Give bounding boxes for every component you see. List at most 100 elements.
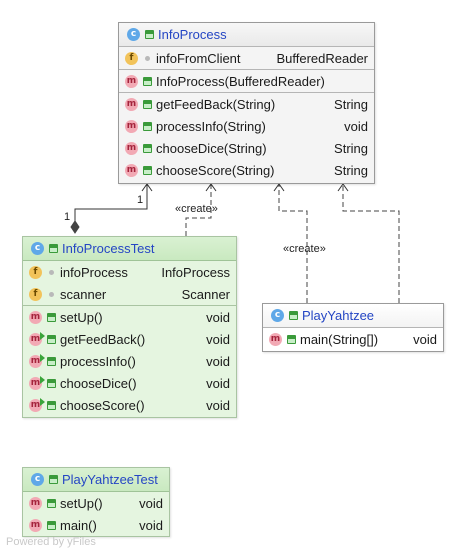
class-header: c InfoProcessTest (23, 237, 236, 261)
method-name: chooseDice(String) (156, 140, 267, 156)
dependency-edge-main (342, 183, 400, 303)
class-box-play-yahtzee[interactable]: c PlayYahtzee m main(String[]) void (262, 303, 444, 352)
public-visibility-icon (47, 312, 56, 322)
static-method-icon: m (269, 332, 282, 346)
method-icon: m (125, 97, 138, 111)
method-icon: m (125, 141, 138, 155)
composition-diamond (70, 220, 80, 234)
fields-section: f infoFromClient BufferedReader (119, 47, 374, 70)
test-method-icon: m (29, 331, 45, 346)
create-label-test: «create» (175, 203, 218, 215)
public-visibility-icon (143, 143, 152, 153)
public-visibility-icon (143, 76, 152, 86)
constructors-section: m InfoProcess(BufferedReader) (119, 70, 374, 93)
private-visibility-icon (49, 269, 54, 275)
class-name: InfoProcess (158, 27, 227, 42)
field-icon: f (29, 265, 42, 279)
create-dependency-arrowhead-test (205, 183, 217, 192)
public-visibility-icon (289, 311, 298, 320)
field-name: scanner (60, 286, 107, 302)
field-row[interactable]: f scanner Scanner (23, 283, 236, 305)
create-label-main: «create» (283, 243, 326, 255)
method-row[interactable]: m getFeedBack() void (23, 328, 236, 350)
method-return-type: void (344, 118, 368, 134)
constructor-signature: InfoProcess(BufferedReader) (156, 73, 325, 89)
method-name: chooseScore() (60, 397, 145, 413)
methods-section: m setUp() void m getFeedBack() void m pr… (23, 306, 236, 416)
class-name: InfoProcessTest (62, 241, 155, 256)
public-visibility-icon (143, 121, 152, 131)
create-dependency-edge-main (278, 183, 308, 303)
private-visibility-icon (145, 55, 150, 61)
test-method-icon: m (29, 353, 45, 368)
public-visibility-icon (287, 334, 296, 344)
class-box-play-yahtzee-test[interactable]: c PlayYahtzeeTest m setUp() void m main(… (22, 467, 170, 537)
methods-section: m getFeedBack(String) String m processIn… (119, 93, 374, 181)
method-row[interactable]: m processInfo() void (23, 350, 236, 372)
composition-edge (74, 183, 148, 229)
methods-section: m main(String[]) void (263, 328, 443, 350)
method-row[interactable]: m processInfo(String) void (119, 115, 374, 137)
public-visibility-icon (47, 498, 56, 508)
field-row[interactable]: f infoProcess InfoProcess (23, 261, 236, 283)
method-return-type: void (139, 517, 163, 533)
public-visibility-icon (49, 475, 58, 484)
method-row[interactable]: m chooseDice() void (23, 372, 236, 394)
create-dependency-arrowhead-main (273, 183, 285, 192)
public-visibility-icon (47, 334, 56, 344)
method-icon: m (125, 163, 138, 177)
create-dependency-edge-test (185, 183, 212, 236)
method-row[interactable]: m getFeedBack(String) String (119, 93, 374, 115)
method-row[interactable]: m chooseScore() void (23, 394, 236, 416)
method-row[interactable]: m setUp() void (23, 306, 236, 328)
method-name: main() (60, 517, 97, 533)
public-visibility-icon (143, 99, 152, 109)
dependency-arrowhead-main (337, 183, 349, 192)
method-return-type: void (206, 375, 230, 391)
field-icon: f (29, 287, 42, 301)
method-return-type: String (334, 96, 368, 112)
method-name: getFeedBack(String) (156, 96, 276, 112)
method-icon: m (125, 119, 138, 133)
test-class-icon: c (31, 473, 44, 486)
method-name: getFeedBack() (60, 331, 146, 347)
field-type: BufferedReader (276, 50, 368, 66)
public-visibility-icon (47, 356, 56, 366)
class-name: PlayYahtzeeTest (62, 472, 158, 487)
method-icon: m (29, 310, 42, 324)
test-class-icon: c (31, 242, 44, 255)
class-header: c InfoProcess (119, 23, 374, 47)
public-visibility-icon (47, 400, 56, 410)
class-box-info-process[interactable]: c InfoProcess f infoFromClient BufferedR… (118, 22, 375, 184)
field-type: Scanner (181, 286, 230, 302)
method-name: chooseDice() (60, 375, 137, 391)
method-name: processInfo() (60, 353, 136, 369)
class-box-info-process-test[interactable]: c InfoProcessTest f infoProcess InfoProc… (22, 236, 237, 418)
test-method-icon: m (29, 375, 45, 390)
class-icon: c (127, 28, 140, 41)
class-name: PlayYahtzee (302, 308, 375, 323)
method-row[interactable]: m chooseDice(String) String (119, 137, 374, 159)
fields-section: f infoProcess InfoProcess f scanner Scan… (23, 261, 236, 306)
public-visibility-icon (47, 378, 56, 388)
class-header: c PlayYahtzee (263, 304, 443, 328)
methods-section: m setUp() void m main() void (23, 492, 169, 536)
method-row[interactable]: m main() void (23, 514, 169, 536)
class-header: c PlayYahtzeeTest (23, 468, 169, 492)
method-row[interactable]: m chooseScore(String) String (119, 159, 374, 181)
public-visibility-icon (143, 165, 152, 175)
method-return-type: void (206, 397, 230, 413)
public-visibility-icon (145, 30, 154, 39)
constructor-row[interactable]: m InfoProcess(BufferedReader) (119, 70, 374, 92)
field-name: infoProcess (60, 264, 128, 280)
method-name: setUp() (60, 495, 103, 511)
method-icon: m (29, 496, 42, 510)
method-icon: m (29, 518, 42, 532)
method-row[interactable]: m setUp() void (23, 492, 169, 514)
field-row[interactable]: f infoFromClient BufferedReader (119, 47, 374, 69)
composition-source-multiplicity: 1 (64, 211, 71, 223)
method-name: chooseScore(String) (156, 162, 275, 178)
method-row[interactable]: m main(String[]) void (263, 328, 443, 350)
private-visibility-icon (49, 291, 54, 297)
